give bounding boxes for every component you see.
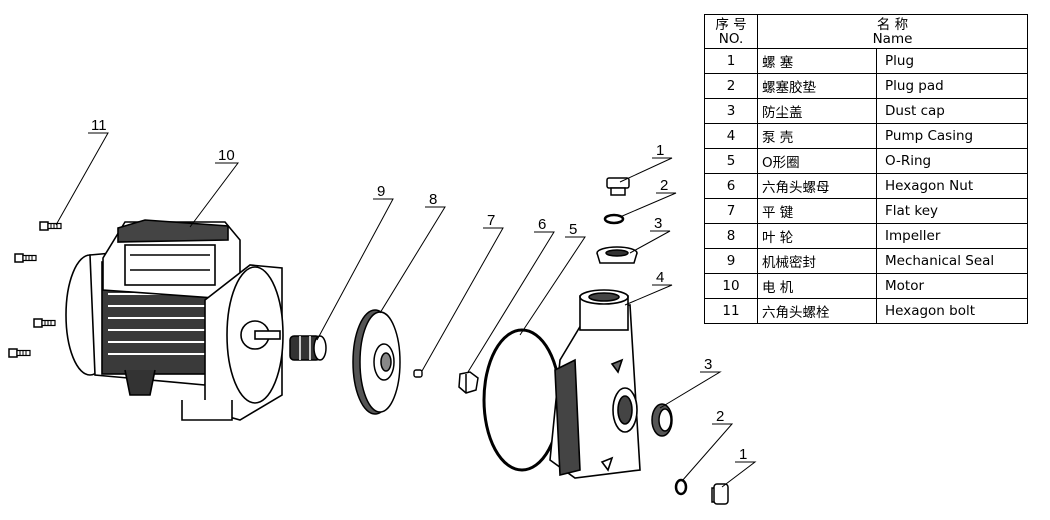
row-name-en: Pump Casing — [876, 123, 1028, 149]
pump-casing — [549, 289, 641, 479]
row-name-zh: 螺 塞 — [757, 48, 877, 74]
row-name-en: O-Ring — [876, 148, 1028, 174]
motor — [65, 219, 284, 421]
row-no: 11 — [704, 298, 758, 324]
header-no-zh: 序 号 — [715, 16, 747, 33]
row-name-zh: 防尘盖 — [757, 98, 877, 124]
callout-2-bottom: 2 — [716, 408, 724, 425]
plug-pad-bottom — [674, 478, 688, 496]
callout-10: 10 — [218, 147, 235, 164]
callout-1-top: 1 — [656, 142, 664, 159]
callout-1-bottom: 1 — [739, 446, 747, 463]
callout-9: 9 — [377, 183, 385, 200]
row-no: 5 — [704, 148, 758, 174]
row-no: 9 — [704, 248, 758, 274]
row-name-zh: 泵 壳 — [757, 123, 877, 149]
header-name: 名 称 Name — [757, 14, 1028, 49]
callout-labels: 11 10 9 8 7 6 5 4 3 2 1 3 2 1 — [91, 117, 747, 463]
row-no: 8 — [704, 223, 758, 249]
mechanical-seal — [289, 335, 327, 361]
row-name-zh: 六角头螺母 — [757, 173, 877, 199]
row-name-en: Motor — [876, 273, 1028, 299]
row-name-en: Plug pad — [876, 73, 1028, 99]
row-name-zh: 平 键 — [757, 198, 877, 224]
row-no: 2 — [704, 73, 758, 99]
plug-pad-top — [603, 213, 625, 225]
row-name-en: Impeller — [876, 223, 1028, 249]
callout-11: 11 — [91, 117, 107, 134]
row-no: 10 — [704, 273, 758, 299]
o-ring — [482, 328, 562, 472]
row-name-zh: 叶 轮 — [757, 223, 877, 249]
callout-7: 7 — [487, 212, 495, 229]
flat-key — [413, 369, 423, 378]
callout-3-bottom: 3 — [704, 356, 712, 373]
leader-lines — [55, 132, 757, 488]
row-no: 1 — [704, 48, 758, 74]
row-name-en: Hexagon Nut — [876, 173, 1028, 199]
hexagon-bolts — [8, 221, 62, 358]
callout-4: 4 — [656, 269, 664, 286]
row-name-en: Flat key — [876, 198, 1028, 224]
row-name-en: Plug — [876, 48, 1028, 74]
row-name-zh: 机械密封 — [757, 248, 877, 274]
row-name-zh: 电 机 — [757, 273, 877, 299]
plug-bottom — [711, 483, 729, 505]
header-no-en: NO. — [718, 30, 744, 47]
dust-cap-bottom — [651, 403, 673, 437]
row-name-zh: 螺塞胶垫 — [757, 73, 877, 99]
callout-2-top: 2 — [660, 177, 668, 194]
callout-8: 8 — [429, 191, 437, 208]
header-no: 序 号 NO. — [704, 14, 758, 49]
row-no: 3 — [704, 98, 758, 124]
row-no: 6 — [704, 173, 758, 199]
callout-3-top: 3 — [654, 215, 662, 232]
hexagon-nut — [458, 371, 479, 394]
header-name-en: Name — [872, 30, 913, 47]
header-name-zh: 名 称 — [876, 16, 909, 33]
row-name-en: Dust cap — [876, 98, 1028, 124]
callout-5: 5 — [569, 221, 577, 238]
table-header-row: 序 号 NO. 名 称 Name — [704, 14, 1028, 49]
row-no: 7 — [704, 198, 758, 224]
dust-cap-top — [596, 246, 638, 264]
row-name-zh: O形圈 — [757, 148, 877, 174]
plug-top — [606, 177, 630, 196]
row-name-en: Hexagon bolt — [876, 298, 1028, 324]
row-no: 4 — [704, 123, 758, 149]
callout-6: 6 — [538, 216, 546, 233]
impeller — [352, 309, 401, 415]
row-name-zh: 六角头螺栓 — [757, 298, 877, 324]
row-name-en: Mechanical Seal — [876, 248, 1028, 274]
